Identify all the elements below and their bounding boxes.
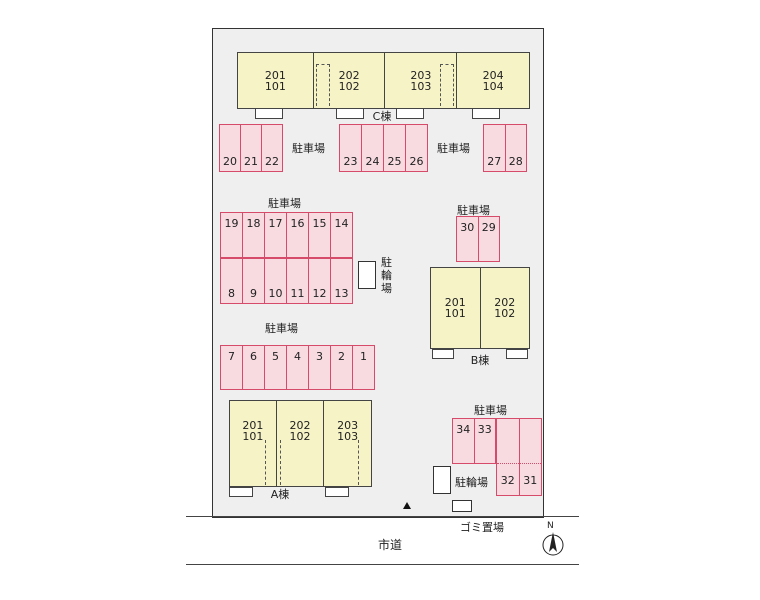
parking-stall: 11 <box>287 259 309 303</box>
parking-row-27-28: 27 28 <box>483 124 527 172</box>
entrance-outline <box>280 440 281 485</box>
parking-stall: 4 <box>287 346 309 389</box>
parking-stall: 29 <box>481 221 496 234</box>
balcony <box>336 108 364 119</box>
bike-parking-box <box>433 466 451 494</box>
north-label: N <box>547 521 554 531</box>
balcony <box>325 487 349 497</box>
parking-label: 駐車場 <box>265 322 298 335</box>
parking-stall: 30 <box>457 217 479 261</box>
entrance-outline <box>265 440 266 485</box>
bike-parking-box <box>358 261 376 289</box>
parking-stall: 27 <box>484 125 506 171</box>
parking-stall: 5 <box>265 346 287 389</box>
unit-label: 202 102 <box>289 418 311 443</box>
road-label: 市道 <box>378 538 403 552</box>
parking-stall: 14 <box>334 217 349 230</box>
parking-label: 駐車場 <box>474 404 507 417</box>
parking-row-1-7: 7 6 5 4 3 2 1 <box>220 345 375 390</box>
parking-stall: 22 <box>265 155 279 168</box>
parking-stall: 13 <box>334 287 349 300</box>
parking-stall: 33 <box>477 423 492 436</box>
parking-row-23-26: 23 24 25 26 <box>339 124 428 172</box>
parking-row-34-33: 34 33 <box>452 418 496 464</box>
balcony <box>255 108 283 119</box>
parking-stall: 6 <box>243 346 265 389</box>
building-a: 201 101 202 102 203 103 <box>229 400 372 487</box>
building-a-label: A棟 <box>270 488 290 501</box>
parking-stall: 8 <box>221 259 243 303</box>
unit-label: 203 103 <box>337 418 359 443</box>
building-c: 201 101 202 102 203 103 204 104 <box>237 52 530 109</box>
unit-label: 201 101 <box>242 418 264 443</box>
parking-row-19-14: 19 18 17 16 15 14 <box>220 212 353 258</box>
parking-stall: 10 <box>265 259 287 303</box>
parking-row-20-22: 20 21 22 <box>219 124 283 172</box>
parking-stall: 28 <box>508 155 523 168</box>
entrance-outline <box>440 64 454 106</box>
parking-stall: 3 <box>309 346 331 389</box>
parking-stall: 15 <box>309 213 331 257</box>
garbage-box <box>452 500 472 512</box>
unit-label: 204 104 <box>482 68 504 93</box>
unit-c4: 204 104 <box>457 53 529 108</box>
unit-label: 201 101 <box>444 296 466 320</box>
parking-stall: 34 <box>453 419 475 463</box>
stall-divider <box>497 463 541 464</box>
parking-stall: 7 <box>221 346 243 389</box>
parking-stall: 21 <box>241 125 262 171</box>
unit-c3: 203 103 <box>385 53 458 108</box>
road-edge-bottom <box>186 564 579 565</box>
unit-c1: 201 101 <box>238 53 314 108</box>
unit-label: 202 102 <box>338 68 360 93</box>
north-arrow-icon <box>538 524 568 558</box>
parking-stall: 17 <box>265 213 287 257</box>
balcony <box>432 349 454 359</box>
unit-b2: 202 102 <box>481 268 530 348</box>
parking-stall: 31 <box>523 474 538 487</box>
unit-a3: 203 103 <box>324 401 371 486</box>
parking-stall: 19 <box>221 213 243 257</box>
balcony <box>472 108 500 119</box>
parking-stall: 12 <box>309 259 331 303</box>
parking-stall: 25 <box>384 125 406 171</box>
parking-stall: 26 <box>409 155 424 168</box>
entrance-outline <box>358 440 359 485</box>
road-edge-top <box>186 516 579 517</box>
unit-label: 203 103 <box>410 68 432 93</box>
entrance-marker-icon <box>403 502 411 509</box>
parking-stall: 2 <box>331 346 353 389</box>
balcony <box>229 487 253 497</box>
parking-stall: 18 <box>243 213 265 257</box>
parking-label: 駐車場 <box>457 204 490 217</box>
parking-label: 駐車場 <box>437 142 470 155</box>
building-c-label: C棟 <box>372 110 392 123</box>
unit-label: 201 101 <box>264 68 286 93</box>
bike-parking-label: 駐輪場 <box>455 476 488 489</box>
parking-row-8-13: 8 9 10 11 12 13 <box>220 258 353 304</box>
parking-stall: 1 <box>360 350 367 363</box>
building-b-label: B棟 <box>470 354 490 367</box>
parking-label: 駐車場 <box>292 142 325 155</box>
unit-a1: 201 101 <box>230 401 277 486</box>
unit-a2: 202 102 <box>277 401 325 486</box>
parking-label: 駐車場 <box>268 197 301 210</box>
parking-stall: 16 <box>287 213 309 257</box>
bike-parking-label: 駐輪場 <box>381 256 392 295</box>
unit-label: 202 102 <box>494 296 516 320</box>
parking-row-32-31: 32 31 <box>496 418 542 496</box>
parking-row-30-29: 30 29 <box>456 216 500 262</box>
parking-stall: 23 <box>340 125 362 171</box>
unit-b1: 201 101 <box>431 268 481 348</box>
parking-stall: 20 <box>220 125 241 171</box>
building-b: 201 101 202 102 <box>430 267 530 349</box>
unit-c2: 202 102 <box>314 53 386 108</box>
entrance-outline <box>316 64 330 106</box>
garbage-label: ゴミ置場 <box>460 521 504 534</box>
parking-stall: 32 <box>497 419 520 495</box>
parking-stall: 9 <box>243 259 265 303</box>
balcony <box>506 349 528 359</box>
balcony <box>396 108 424 119</box>
parking-stall: 24 <box>362 125 384 171</box>
